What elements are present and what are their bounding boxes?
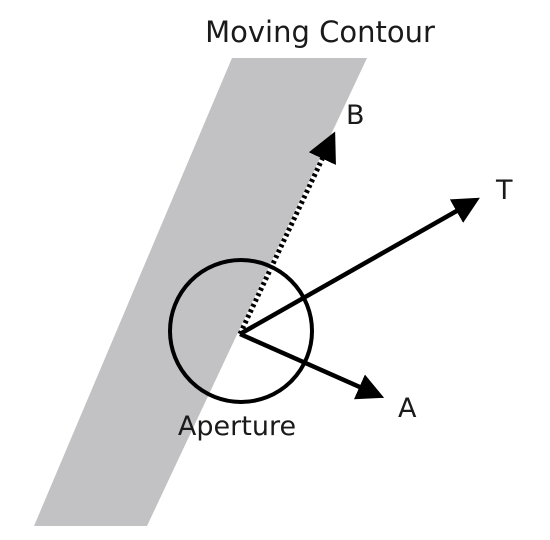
- aperture-label: Aperture: [178, 411, 296, 442]
- vector-t-arrow: [238, 197, 480, 336]
- moving-contour-band: [34, 58, 367, 526]
- diagram-title: Moving Contour: [205, 15, 435, 49]
- vector-t-label: T: [495, 175, 513, 206]
- vector-a-arrow: [239, 331, 385, 400]
- vector-b-arrow: [237, 131, 336, 336]
- aperture-circle: [168, 258, 314, 404]
- vector-b-label: B: [346, 100, 365, 131]
- vector-a-label: A: [398, 393, 417, 424]
